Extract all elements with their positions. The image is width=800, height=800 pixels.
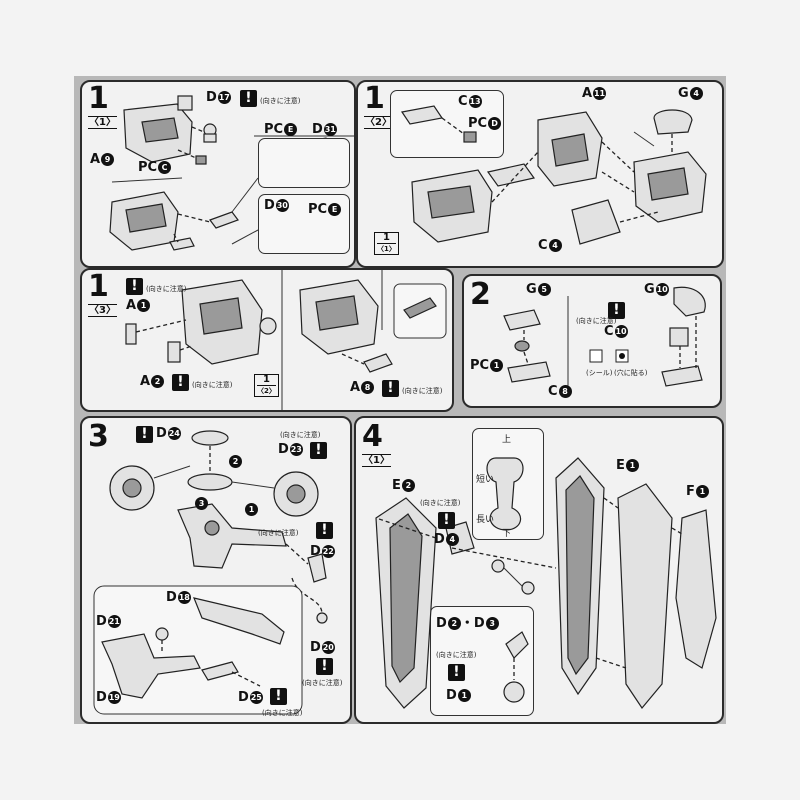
step-number: 3 xyxy=(88,419,109,454)
caution-icon: ! xyxy=(136,426,153,443)
orientation-down-label: 下 xyxy=(502,529,512,539)
caution-icon: ! xyxy=(448,664,465,681)
caution-icon: ! xyxy=(608,302,625,319)
direction-note: (向きに注意) xyxy=(146,285,187,293)
direction-note: (向きに注意) xyxy=(436,651,477,659)
orientation-up-label: 上 xyxy=(502,435,512,445)
step-number: 1 xyxy=(88,81,109,116)
sub-step-label: 〈2〉 xyxy=(364,116,393,129)
c13-pcd-callout xyxy=(390,90,504,158)
sub-step-label: 〈1〉 xyxy=(88,116,117,129)
step-2-illustration xyxy=(503,286,706,387)
caution-icon: ! xyxy=(126,278,143,295)
step-3-illustration xyxy=(93,430,328,715)
step-1-3-illustration xyxy=(125,270,447,410)
step-1-1-panel: 1 〈1〉 xyxy=(80,80,356,268)
caution-icon: ! xyxy=(316,658,333,675)
direction-note: (向きに注意) xyxy=(402,387,443,395)
seal-note: (シール) xyxy=(586,369,613,377)
caution-icon: ! xyxy=(240,90,257,107)
instruction-sheet: 1 〈1〉 xyxy=(74,76,726,724)
caution-icon: ! xyxy=(438,512,455,529)
sub-step-label: 〈3〉 xyxy=(88,304,117,317)
step-number: 1 xyxy=(88,269,109,304)
step-1-2-illustration xyxy=(400,105,707,245)
direction-note: (向きに注意) xyxy=(302,679,343,687)
direction-note: (向きに注意) xyxy=(192,381,233,389)
direction-note: (向きに注意) xyxy=(420,499,461,507)
step-4-illustration xyxy=(375,457,717,710)
seal-placement-note: (穴に貼る) xyxy=(614,369,648,377)
reference-step-1-1: 1〈1〉 xyxy=(374,232,399,255)
caution-icon: ! xyxy=(316,522,333,539)
direction-note: (向きに注意) xyxy=(258,529,299,537)
direction-note: (向きに注意) xyxy=(260,97,301,105)
caution-icon: ! xyxy=(172,374,189,391)
reference-step-1-2: 1〈2〉 xyxy=(254,374,279,397)
direction-note: (向きに注意) xyxy=(262,709,303,717)
pce-d31-callout xyxy=(258,138,350,188)
short-side-label: 短い xyxy=(476,475,495,485)
long-side-label: 長い xyxy=(476,515,495,525)
caution-icon: ! xyxy=(310,442,327,459)
caution-icon: ! xyxy=(382,380,399,397)
direction-note: (向きに注意) xyxy=(576,317,617,325)
sub-step-label: 〈1〉 xyxy=(362,454,391,467)
step-arrow-2: 2 xyxy=(228,454,242,469)
step-arrow-3: 3 xyxy=(194,496,208,511)
step-1-1-illustration xyxy=(109,95,354,251)
step-number: 2 xyxy=(470,277,491,312)
step-number: 4 xyxy=(362,419,383,454)
step-arrow-1: 1 xyxy=(244,502,258,517)
step-number: 1 xyxy=(364,81,385,116)
caution-icon: ! xyxy=(270,688,287,705)
direction-note: (向きに注意) xyxy=(280,431,321,439)
